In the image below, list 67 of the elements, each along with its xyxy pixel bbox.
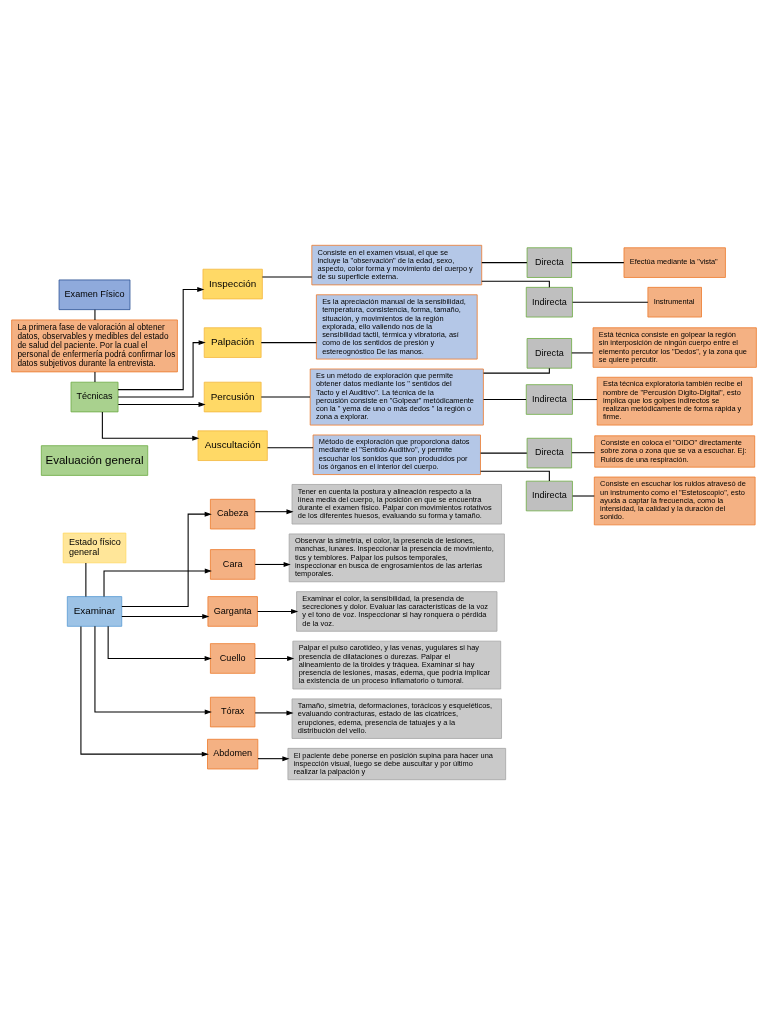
connector bbox=[571, 261, 625, 263]
node-box: Consiste en el examen visual, el que se incluye la "observación" de la edad, sexo, aspecto, color forma y movimiento del cuerpo y de su superficie externa. bbox=[311, 244, 483, 285]
connector bbox=[481, 261, 528, 263]
node-box: Garganta bbox=[207, 595, 258, 627]
connector bbox=[266, 446, 314, 448]
node-box: Consiste en coloca el "OIDO" directamente sobre zona o zona que se va a escuchar. Ej: Ruidos de una respiración. bbox=[594, 434, 756, 468]
arrow bbox=[254, 561, 291, 567]
node-box: Evaluación general bbox=[40, 444, 149, 476]
node-box: Observar la simetría, el color, la presencia de lesiones, manchas, lunares. Inspeccionar la presencia de movimiento, tics y temblores. Palpar los pulsos temporales, inspeccionar en busca de engrosamientos de las arterias temporales. bbox=[288, 533, 505, 582]
node-box: Técnicas bbox=[70, 381, 119, 412]
connector bbox=[260, 341, 317, 343]
arrow bbox=[121, 511, 212, 607]
connector bbox=[481, 280, 550, 288]
arrow bbox=[254, 655, 295, 661]
arrow bbox=[117, 339, 206, 398]
node-box: Auscultación bbox=[197, 429, 268, 461]
connector bbox=[571, 451, 596, 453]
node-box: Tamaño, simetría, deformaciones, torácicos y esqueléticos, evaluando contracturas, estado de las cicatrices, erupciones, edema, presencia de tatuajes y a la distribución del vello. bbox=[291, 697, 502, 739]
arrow bbox=[254, 709, 294, 715]
node-box: Es la apreciación manual de la sensibilidad, temperatura, consistencia, forma, tamaño, situación, y movimientos de la región explorada, ello valiendo nos de la sensibilidad táctil, térmica y vibratoria, así como de los sentidos de presión y estereognóstico De las manos. bbox=[315, 293, 478, 360]
arrow bbox=[103, 568, 212, 597]
node-box: Examinar el color, la sensibilidad, la presencia de secreciones y dolor. Evaluar las características de la voz y el tono de voz. Inspeccionar si hay ronquera o pérdida de la voz. bbox=[296, 590, 498, 632]
arrow bbox=[117, 286, 205, 390]
arrow bbox=[254, 508, 294, 514]
node-box: Inspección bbox=[202, 268, 263, 299]
arrow bbox=[94, 625, 212, 715]
node-box: Palpar el pulso carotideo, y las venas, yugulares si hay presencia de dilataciones o durezas. Palpar el alineamiento de la tiroides y tráquea. Examinar si hay presencia de lesiones, masas, edema, que podría implicar la existencia de un proceso inflamatorio o tumoral. bbox=[292, 640, 502, 689]
connector bbox=[483, 367, 550, 374]
node-box: Consiste en escuchar los ruidos atravesó de un instrumento como el "Estetoscopio", esto ayuda a captar la frecuencia, como la intensidad, la calidad y la duración del sonido. bbox=[593, 476, 756, 525]
node-box: Percusión bbox=[203, 381, 262, 412]
node-box: Cuello bbox=[210, 642, 256, 674]
node-box: La primera fase de valoración al obtener datos, observables y medibles del estado de salud del paciente. Por la cual el personal de enfermería podrá confirmar los datos subjetivos durante la entrevista. bbox=[11, 319, 178, 372]
node-box: Tener en cuenta la postura y alineación respecto a la línea media del cuerpo, la posición en que se encuentra durante el examen físico. Palpar con movimientos rotativos de los diferentes huesos, evaluando su forma y tamaño. bbox=[291, 483, 502, 524]
node-box: Examinar bbox=[66, 595, 123, 627]
node-box: Indirecta bbox=[525, 383, 573, 415]
arrow bbox=[101, 410, 200, 441]
arrow bbox=[257, 755, 290, 761]
connector bbox=[483, 398, 527, 400]
node-box: Método de exploración que proporciona datos mediante el "Sentido Auditivo", y permite escuchar los sonidos que son producidos por los órganos en el interior del cuerpo. bbox=[312, 434, 481, 475]
node-box: Cabeza bbox=[210, 498, 256, 529]
connector bbox=[480, 452, 528, 454]
node-box: Indirecta bbox=[525, 480, 573, 511]
node-box: Efectúa mediante la "vista" bbox=[623, 246, 726, 278]
node-box: El paciente debe ponerse en posición supina para hacer una inspección visual, luego se debe auscultar y por último realizar la palpación y bbox=[287, 747, 507, 780]
node-box: Examen Físico bbox=[58, 279, 131, 310]
node-box: Directa bbox=[526, 337, 573, 369]
arrow bbox=[257, 608, 299, 614]
arrow bbox=[80, 625, 209, 757]
node-box: Es un método de exploración que permite obtener datos mediante los " sentidos del Tacto y el Auditivo". La técnica de la percusión consiste en "Golpear" metódicamente con la " yema de uno o más dedos " la región o zona a explorar. bbox=[309, 368, 484, 425]
node-box: Directa bbox=[526, 246, 573, 278]
node-box: Abdomen bbox=[207, 738, 259, 769]
node-box: Estado físico general bbox=[62, 532, 127, 563]
connector bbox=[572, 398, 598, 400]
node-box: Palpación bbox=[203, 326, 262, 358]
node-box: Directa bbox=[526, 437, 573, 468]
connector bbox=[85, 561, 87, 597]
connector bbox=[480, 470, 550, 482]
arrow bbox=[117, 401, 206, 407]
node-box: Está técnica consiste en golpear la región sin interposición de ningún cuerpo entre el elemento percutor los "Dedos", y la zona que se quiere percutir. bbox=[592, 326, 757, 368]
arrow bbox=[107, 625, 212, 661]
connector bbox=[572, 301, 649, 303]
node-box: Cara bbox=[210, 548, 256, 580]
node-box: Indirecta bbox=[525, 286, 573, 317]
node-box: Instrumental bbox=[647, 286, 702, 317]
node-box: Tórax bbox=[210, 696, 256, 727]
arrow bbox=[121, 613, 210, 619]
node-box: Esta técnica exploratoria también recibe el nombre de "Percusión Digito-Digital", esto implica que los golpes indirectos se realizan metódicamente de forma rápida y firme. bbox=[596, 376, 753, 425]
